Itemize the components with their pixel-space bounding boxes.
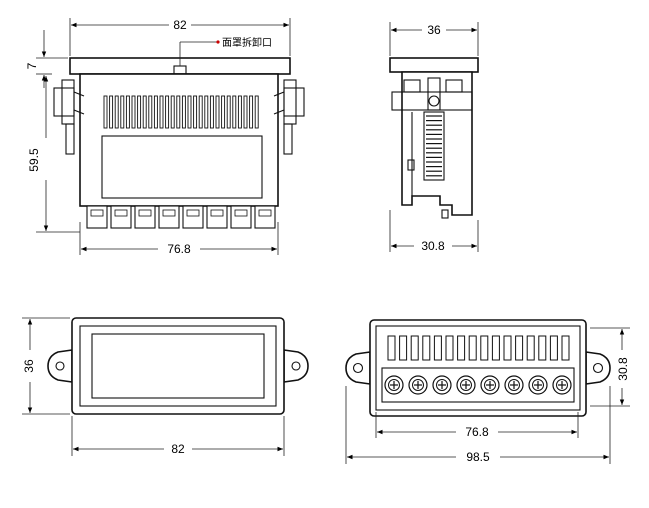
front-terminal (206, 205, 228, 229)
rear-terminal-span-label: 76.8 (465, 425, 489, 439)
vent-slot (109, 95, 114, 129)
vent-slot (142, 95, 147, 129)
vent-slot (215, 95, 220, 129)
rear-right-ear (585, 351, 611, 385)
rear-slot (491, 335, 500, 361)
vent-slot (193, 95, 198, 129)
vent-slots (103, 95, 259, 129)
rear-slot (433, 335, 442, 361)
front-terminal (254, 205, 276, 229)
front-display-window (101, 135, 263, 199)
rear-slot (387, 335, 396, 361)
vent-slot (148, 95, 153, 129)
front-housing (79, 73, 279, 207)
front-terminal (110, 205, 132, 229)
vent-slot (103, 95, 108, 129)
vent-slot (131, 95, 136, 129)
rear-top-slots (387, 335, 570, 361)
rear-slot (422, 335, 431, 361)
vent-slot (232, 95, 237, 129)
vent-slot (249, 95, 254, 129)
rear-left-ear (345, 351, 371, 385)
rear-slot (526, 335, 535, 361)
front-terminal-slot (162, 209, 176, 217)
panel-width-label: 82 (171, 442, 185, 456)
vent-slot (159, 95, 164, 129)
cover-gap-label: 7 (25, 62, 39, 69)
panel-left-ear (47, 349, 73, 383)
vent-slot (226, 95, 231, 129)
rear-slot (549, 335, 558, 361)
side-depth-label: 30.8 (421, 239, 445, 253)
front-terminal-slot (138, 209, 152, 217)
vent-slot (221, 95, 226, 129)
vent-slot (181, 95, 186, 129)
rear-slot (538, 335, 547, 361)
front-terminal (230, 205, 252, 229)
front-terminal (134, 205, 156, 229)
rear-view: 30.8 76.8 98.5 (345, 319, 630, 464)
side-ratchet (423, 111, 445, 181)
front-width-label: 82 (173, 18, 187, 32)
vent-slot (187, 95, 192, 129)
rear-terminal-screws (384, 375, 572, 395)
right-clamp (273, 79, 305, 155)
panel-height-label: 36 (22, 359, 36, 373)
front-terminal (158, 205, 180, 229)
front-terminal-slot (210, 209, 224, 217)
front-height-label: 59.5 (27, 148, 41, 172)
front-terminal-slot (114, 209, 128, 217)
vent-slot (125, 95, 130, 129)
vent-slot (153, 95, 158, 129)
front-view: 82 面罩拆卸口 7 59.5 76.8 (25, 18, 305, 256)
rear-slot (410, 335, 419, 361)
rear-slot (561, 335, 570, 361)
vent-slot (120, 95, 125, 129)
front-terminal-slot (258, 209, 272, 217)
front-terminal-slot (90, 209, 104, 217)
front-terminal-block (86, 205, 276, 229)
vent-slot (204, 95, 209, 129)
rear-slot (457, 335, 466, 361)
vent-slot (137, 95, 142, 129)
vent-slot (237, 95, 242, 129)
vent-slot (170, 95, 175, 129)
rear-slot (468, 335, 477, 361)
vent-slot (114, 95, 119, 129)
panel-display-window (91, 333, 265, 399)
rear-terminal-block (381, 367, 575, 403)
panel-view: 36 82 (22, 317, 309, 456)
front-terminal-slot (186, 209, 200, 217)
panel-bezel (71, 317, 285, 415)
rear-slot (515, 335, 524, 361)
side-cover-bar (389, 57, 479, 73)
front-terminal (182, 205, 204, 229)
front-terminal-slot (234, 209, 248, 217)
vent-slot (198, 95, 203, 129)
cover-release-callout: 面罩拆卸口 (222, 36, 272, 49)
vent-slot (243, 95, 248, 129)
rear-slot (399, 335, 408, 361)
front-terminal-span-label: 76.8 (167, 242, 191, 256)
panel-right-ear (283, 349, 309, 383)
vent-slot (176, 95, 181, 129)
vent-slot (209, 95, 214, 129)
rear-slot (503, 335, 512, 361)
vent-slot (254, 95, 259, 129)
rear-slot (445, 335, 454, 361)
vent-slot (165, 95, 170, 129)
left-clamp (53, 79, 85, 155)
side-view: 36 30.8 (389, 22, 479, 253)
rear-overall-width-label: 98.5 (466, 450, 490, 464)
side-width-label: 36 (427, 23, 441, 37)
rear-depth-label: 30.8 (616, 357, 630, 381)
front-terminal (86, 205, 108, 229)
rear-slot (480, 335, 489, 361)
